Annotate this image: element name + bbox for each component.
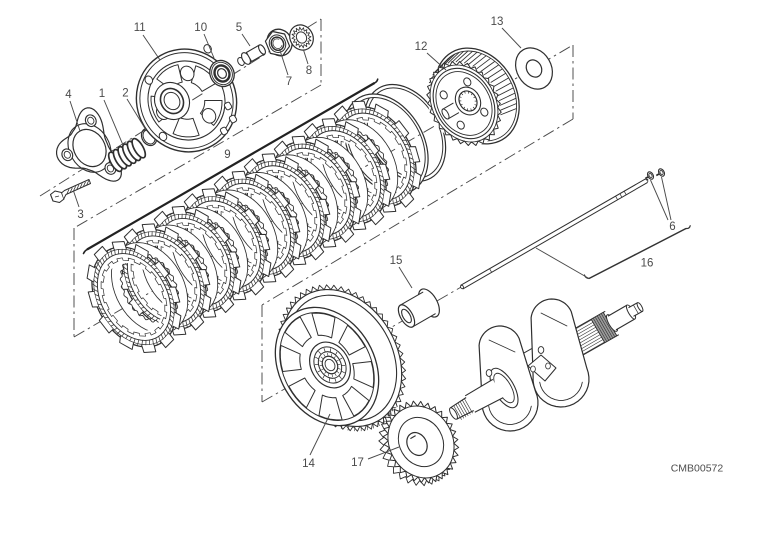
svg-text:10: 10: [194, 22, 207, 34]
svg-text:1: 1: [99, 88, 105, 100]
svg-text:8: 8: [306, 65, 312, 77]
svg-text:11: 11: [134, 22, 146, 34]
svg-text:12: 12: [415, 41, 428, 53]
svg-text:6: 6: [669, 221, 675, 233]
svg-text:14: 14: [302, 458, 315, 470]
svg-text:3: 3: [77, 209, 83, 221]
svg-text:13: 13: [491, 16, 504, 28]
svg-text:7: 7: [286, 76, 292, 88]
svg-text:16: 16: [641, 258, 654, 270]
svg-text:CMB00572: CMB00572: [671, 463, 724, 475]
svg-text:9: 9: [224, 149, 230, 161]
svg-text:15: 15: [390, 255, 403, 267]
svg-text:4: 4: [65, 89, 72, 101]
svg-text:5: 5: [236, 22, 242, 34]
svg-text:17: 17: [351, 457, 364, 469]
svg-text:2: 2: [122, 88, 128, 100]
